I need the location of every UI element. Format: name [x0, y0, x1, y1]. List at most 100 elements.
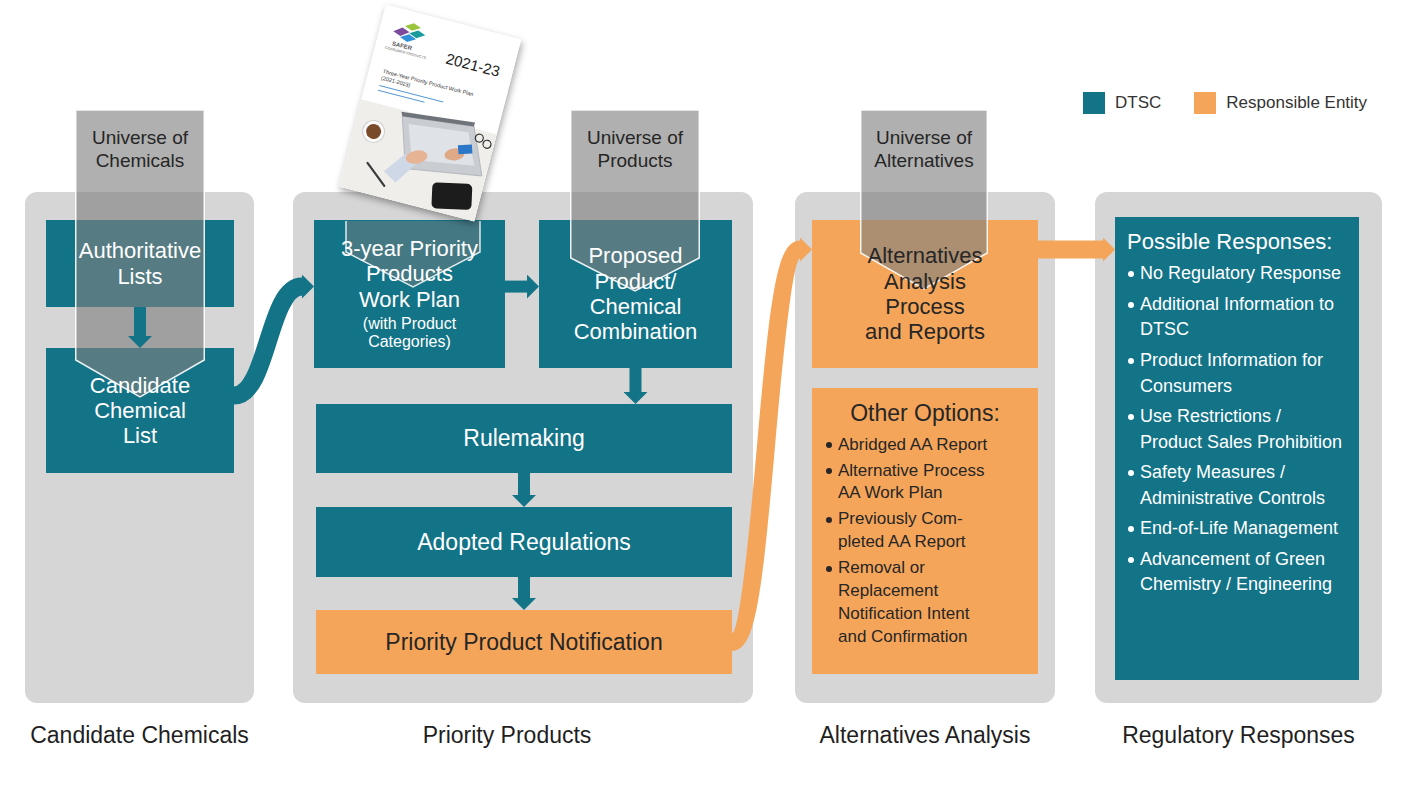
bullet-dot — [826, 468, 832, 474]
panel-caption: Priority Products — [217, 722, 797, 750]
bullet-dot — [826, 442, 832, 448]
caption-holder: Regulatory Responses — [1035, 722, 1416, 750]
cover-illustration — [339, 4, 522, 221]
caption-holder: Alternatives Analysis — [735, 722, 1115, 750]
glasses — [482, 139, 492, 149]
flow-connector — [630, 368, 642, 392]
legend-label: DTSC — [1115, 92, 1161, 114]
panel-caption: Candidate Chemicals — [0, 722, 314, 750]
list-item: Advancement of Green Chemistry / Enginee… — [1140, 547, 1345, 598]
box-label: Rulemaking — [328, 425, 720, 451]
list-item: Product Information for Consumers — [1140, 348, 1345, 399]
panel-caption: Regulatory Responses — [1035, 722, 1416, 750]
caption-holder: Priority Products — [217, 722, 797, 750]
text-holder: Universe of Chemicals — [75, 110, 205, 173]
box-label: Authoritative Lists — [58, 238, 222, 289]
arrow-outline — [76, 110, 205, 397]
legend-label: Responsible Entity — [1226, 92, 1367, 114]
text-holder: Authoritative Lists — [58, 238, 222, 289]
list-heading: Possible Responses: — [1127, 229, 1349, 255]
bullet-dot — [1128, 271, 1134, 277]
options-box: Possible Responses: No Regulatory Respons… — [1115, 217, 1359, 680]
flow-connector — [518, 473, 530, 495]
list-row: Abridged AA Report — [822, 434, 1028, 457]
box-label: 3-year Priority Products Work Plan — [339, 236, 481, 312]
list-row: Product Information for Consumers — [1125, 348, 1349, 399]
coffee — [364, 122, 382, 140]
bullet-dot — [826, 517, 832, 523]
legend-swatch — [1083, 92, 1105, 114]
cover-page — [339, 4, 522, 221]
text-holder: Proposed Product/ Chemical Combination — [552, 243, 720, 344]
text-holder: 3-year Priority Products Work Plan(with … — [339, 236, 481, 352]
arrow-outline — [861, 110, 988, 289]
bullet-dot — [1128, 358, 1134, 364]
desk-photo — [339, 99, 497, 221]
bullet-dot — [1128, 302, 1134, 308]
options-box: Other Options:Abridged AA ReportAlternat… — [812, 388, 1038, 674]
cover-subtitle-rule — [378, 90, 424, 102]
list-row: Use Restrictions / Product Sales Prohibi… — [1125, 404, 1349, 455]
legend-swatch — [1194, 92, 1216, 114]
list-row: Advancement of Green Chemistry / Enginee… — [1125, 547, 1349, 598]
list-item: Abridged AA Report — [838, 434, 1000, 457]
legend: DTSC Responsible Entity — [1083, 92, 1400, 114]
laptop-screen — [400, 104, 475, 134]
process-box: Rulemaking — [316, 404, 732, 473]
panel-caption: Alternatives Analysis — [735, 722, 1115, 750]
process-box: Priority Product Notification — [316, 610, 732, 674]
process-box: 3-year Priority Products Work Plan(with … — [314, 220, 505, 368]
phone — [431, 182, 472, 210]
flow-connector — [1038, 241, 1103, 259]
list-row: Alternative Process AA Work Plan — [822, 460, 1028, 506]
list-item: Removal or Replacement Notification Inte… — [838, 557, 1000, 649]
pen — [363, 163, 389, 186]
list-row: No Regulatory Response — [1125, 261, 1349, 287]
list-item: Alternative Process AA Work Plan — [838, 460, 1000, 506]
list-item: No Regulatory Response — [1140, 261, 1345, 287]
box-label: Candidate Chemical List — [79, 373, 201, 449]
bank-card — [458, 145, 473, 155]
bullet-dot — [1128, 557, 1134, 563]
flow-connector — [234, 287, 302, 396]
flow-connector — [518, 577, 530, 598]
stage-column: Candidate ChemicalsAuthoritative ListsCa… — [25, 192, 254, 703]
flow-connector — [505, 281, 527, 293]
legend-item: DTSC — [1083, 92, 1161, 114]
caption-holder: Candidate Chemicals — [0, 722, 314, 750]
arrow-label: Universe of Products — [576, 127, 694, 173]
box-label: Alternatives Analysis Process and Report… — [865, 243, 986, 344]
legend-item: Responsible Entity — [1194, 92, 1367, 114]
box-label: Proposed Product/ Chemical Combination — [552, 243, 720, 344]
list-item: End-of-Life Management — [1140, 516, 1345, 542]
list-row: Safety Measures / Administrative Control… — [1125, 460, 1349, 511]
text-holder: Universe of Alternatives — [860, 110, 988, 173]
list-row: Additional Information to DTSC — [1125, 292, 1349, 343]
list-item: Use Restrictions / Product Sales Prohibi… — [1140, 404, 1345, 455]
coffee-cup — [360, 118, 387, 145]
text-holder: Universe of Products — [570, 110, 700, 173]
stage-column: Alternatives AnalysisAlternatives Analys… — [795, 192, 1055, 703]
hand — [405, 149, 429, 166]
text-holder: Priority Product Notification — [328, 629, 720, 655]
process-box: Adopted Regulations — [316, 507, 732, 577]
box-label: (with Product Categories) — [339, 315, 481, 352]
text-holder: Alternatives Analysis Process and Report… — [865, 243, 986, 344]
bullet-dot — [1128, 414, 1134, 420]
list-row: Previously Com- pleted AA Report — [822, 508, 1028, 554]
stage-column: Regulatory ResponsesPossible Responses:N… — [1095, 192, 1382, 703]
list-row: End-of-Life Management — [1125, 516, 1349, 542]
list-row: Removal or Replacement Notification Inte… — [822, 557, 1028, 649]
arrow-label: Universe of Alternatives — [866, 127, 982, 173]
work-plan-arrow-fill — [346, 221, 480, 287]
arrow-outline — [571, 110, 700, 291]
list-item: Previously Com- pleted AA Report — [838, 508, 1000, 554]
work-plan-cover: SAFERCONSUMER PRODUCTS2021-23Three-Year … — [339, 4, 522, 221]
box-label: Priority Product Notification — [328, 629, 720, 655]
text-holder: Possible Responses: No Regulatory Respons… — [1125, 229, 1349, 598]
list-item: Additional Information to DTSC — [1140, 292, 1345, 343]
flow-connector — [732, 250, 800, 642]
